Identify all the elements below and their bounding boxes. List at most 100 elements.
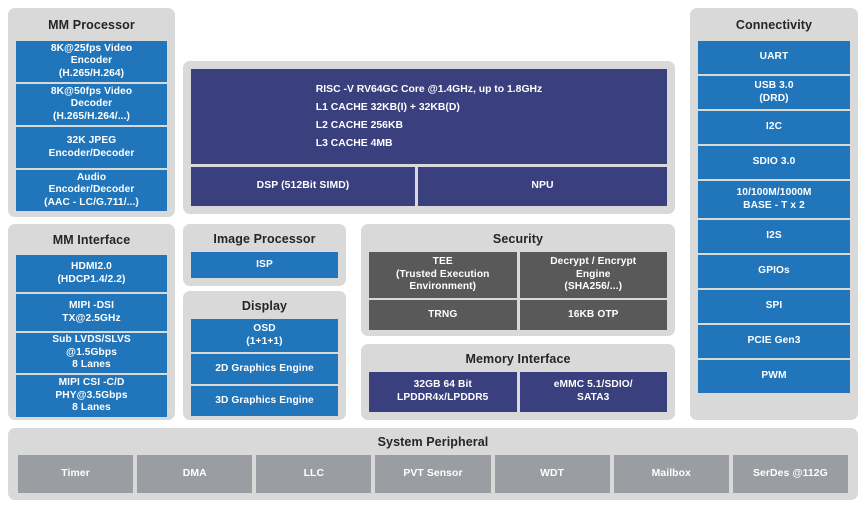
block-label-line: MIPI CSI -C/D [58, 377, 125, 389]
block-label-line: Timer [61, 467, 90, 479]
block-label-line: (H.265/H.264/...) [52, 110, 130, 122]
block: GPIOs [698, 255, 850, 288]
block: OSD(1+1+1) [191, 319, 338, 352]
block-label-line: 8K@50fps Video [50, 85, 133, 97]
block-label-line: (DRD) [759, 92, 789, 104]
panel-title-security: Security [492, 232, 544, 246]
block-label-line: 8K@25fps Video [50, 42, 133, 54]
panel-title-system-peripheral: System Peripheral [377, 435, 489, 449]
block-label-line: Decoder [70, 98, 113, 110]
block-label-line: @1.5Gbps [66, 346, 117, 358]
block: PWM [698, 360, 850, 393]
block-label-line: WDT [540, 467, 565, 479]
block-label-line: SerDes @112G [752, 467, 828, 479]
block: SDIO 3.0 [698, 146, 850, 179]
block-label-line: RISC -V RV64GC Core @1.4GHz, up to 1.8GH… [315, 83, 543, 95]
block-stack-connectivity: UART USB 3.0(DRD) I2C SDIO 3.0 10/100M/1000M… [698, 41, 850, 393]
block-label-line: Encoder/Decoder [48, 147, 135, 159]
block: WDT [494, 455, 610, 493]
block-label-line: Sub LVDS/SLVS [52, 334, 131, 346]
block-label-line: L2 CACHE 256KB [315, 119, 403, 131]
block-label-line: TEE [432, 256, 453, 268]
block: LLC [256, 455, 372, 493]
block-label-line: eMMC 5.1/SDIO/ [553, 379, 633, 391]
block-label-line: Encoder/Decoder [48, 184, 135, 196]
block-risc-v-core: RISC -V RV64GC Core @1.4GHz, up to 1.8GH… [191, 69, 667, 164]
block-label-line: (H.265/H.264) [58, 67, 125, 79]
block-label-line: LPDDR4x/LPDDR5 [397, 392, 489, 403]
block-label-line: Environment) [409, 281, 477, 293]
block: TRNG [369, 300, 517, 330]
block-npu: NPU [418, 167, 667, 206]
block-label-line: BASE - T x 2 [743, 199, 805, 211]
block-label-line: 32K JPEG [66, 134, 117, 146]
block-label-line: (1+1+1) [246, 335, 283, 347]
block-label-line: PVT Sensor [403, 467, 463, 479]
block-label-line: USB 3.0 [754, 79, 794, 91]
block-label-line: LLC [303, 467, 325, 479]
block-label-line: 32GB 64 Bit [413, 379, 472, 391]
block: I2C [698, 111, 850, 144]
panel-title-mm-interface: MM Interface [52, 233, 131, 247]
block-label-line: UART [759, 51, 789, 63]
block: 2D Graphics Engine [191, 354, 338, 384]
block-label-line: (AAC - LC/G.711/...) [44, 196, 139, 208]
panel-title-memory-interface: Memory Interface [465, 352, 571, 366]
block-label-line: Engine [575, 268, 611, 280]
block-label-line: Decrypt / Encrypt [550, 256, 637, 268]
block-label-line: ISP [256, 258, 273, 270]
block-label-line: SPI [765, 300, 783, 312]
block-label-line: L1 CACHE 32KB(I) + 32KB(D) [315, 101, 460, 113]
block: Timer [18, 455, 134, 493]
block: SPI [698, 290, 850, 323]
block-label-line: 8 Lanes [72, 359, 111, 371]
block-label-line: OSD [253, 322, 276, 334]
panel-cpu-complex: RISC -V RV64GC Core @1.4GHz, up to 1.8GH… [183, 61, 675, 214]
block-label-line: 8 Lanes [72, 402, 111, 414]
block-label-line: SDIO 3.0 [752, 156, 796, 168]
block: HDMI2.0(HDCP1.4/2.2) [16, 255, 167, 292]
block-label-line: PHY@3.5Gbps [55, 389, 128, 401]
block-label-line: (HDCP1.4/2.2) [57, 273, 126, 285]
block: UART [698, 41, 850, 74]
block-label-line: I2S [766, 230, 782, 242]
block-label-line: I2C [765, 121, 783, 133]
block-label-line: 10/100M/1000M [736, 186, 812, 198]
block-label-line: Mailbox [651, 467, 691, 479]
block-stack-display: OSD(1+1+1) 2D Graphics Engine 3D Graphics … [191, 319, 338, 416]
block-label-line: TX@2.5GHz [62, 312, 121, 324]
block: SerDes @112G [732, 455, 848, 493]
block: 16KB OTP [519, 300, 667, 330]
block: 3D Graphics Engine [191, 386, 338, 416]
block-label-line: PCIE Gen3 [747, 335, 801, 347]
block-label-line: MIPI -DSI [68, 299, 115, 311]
panel-title-connectivity: Connectivity [735, 18, 813, 32]
block: Mailbox [613, 455, 729, 493]
block-stack-image-processor: ISP [191, 252, 338, 278]
block-label-line: TRNG [428, 308, 458, 320]
block-dsp: DSP (512Bit SIMD) [191, 167, 415, 206]
block-label-line: 2D Graphics Engine [215, 362, 314, 374]
cpu-accelerator-row: DSP (512Bit SIMD) NPU [191, 167, 667, 206]
